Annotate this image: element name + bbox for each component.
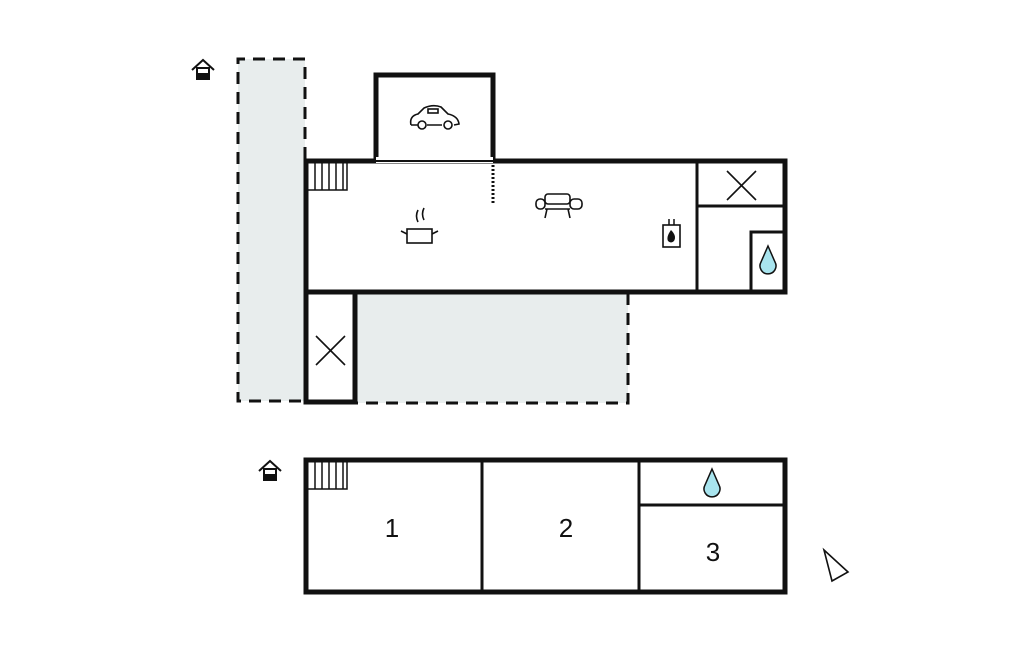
entrance-icon	[258, 459, 282, 481]
north-arrow-icon	[822, 547, 850, 583]
terrace-left	[236, 57, 307, 403]
room-label-1: 1	[385, 513, 399, 543]
void-x-icon	[726, 170, 757, 201]
void-x-icon	[315, 335, 346, 366]
room-label-3: 3	[706, 537, 720, 567]
stairs-icon	[308, 462, 348, 490]
upper-floor-walls	[303, 457, 788, 595]
car-icon	[409, 104, 460, 130]
terrace-bottom	[355, 293, 630, 405]
water-drop-icon	[759, 244, 777, 275]
stairs-icon	[308, 163, 348, 191]
cooking-pot-icon	[400, 207, 439, 244]
sofa-icon	[535, 193, 583, 219]
fireplace-icon	[662, 219, 681, 248]
entrance-icon	[191, 58, 215, 80]
room-label-2: 2	[559, 513, 573, 543]
water-drop-icon	[703, 467, 721, 498]
